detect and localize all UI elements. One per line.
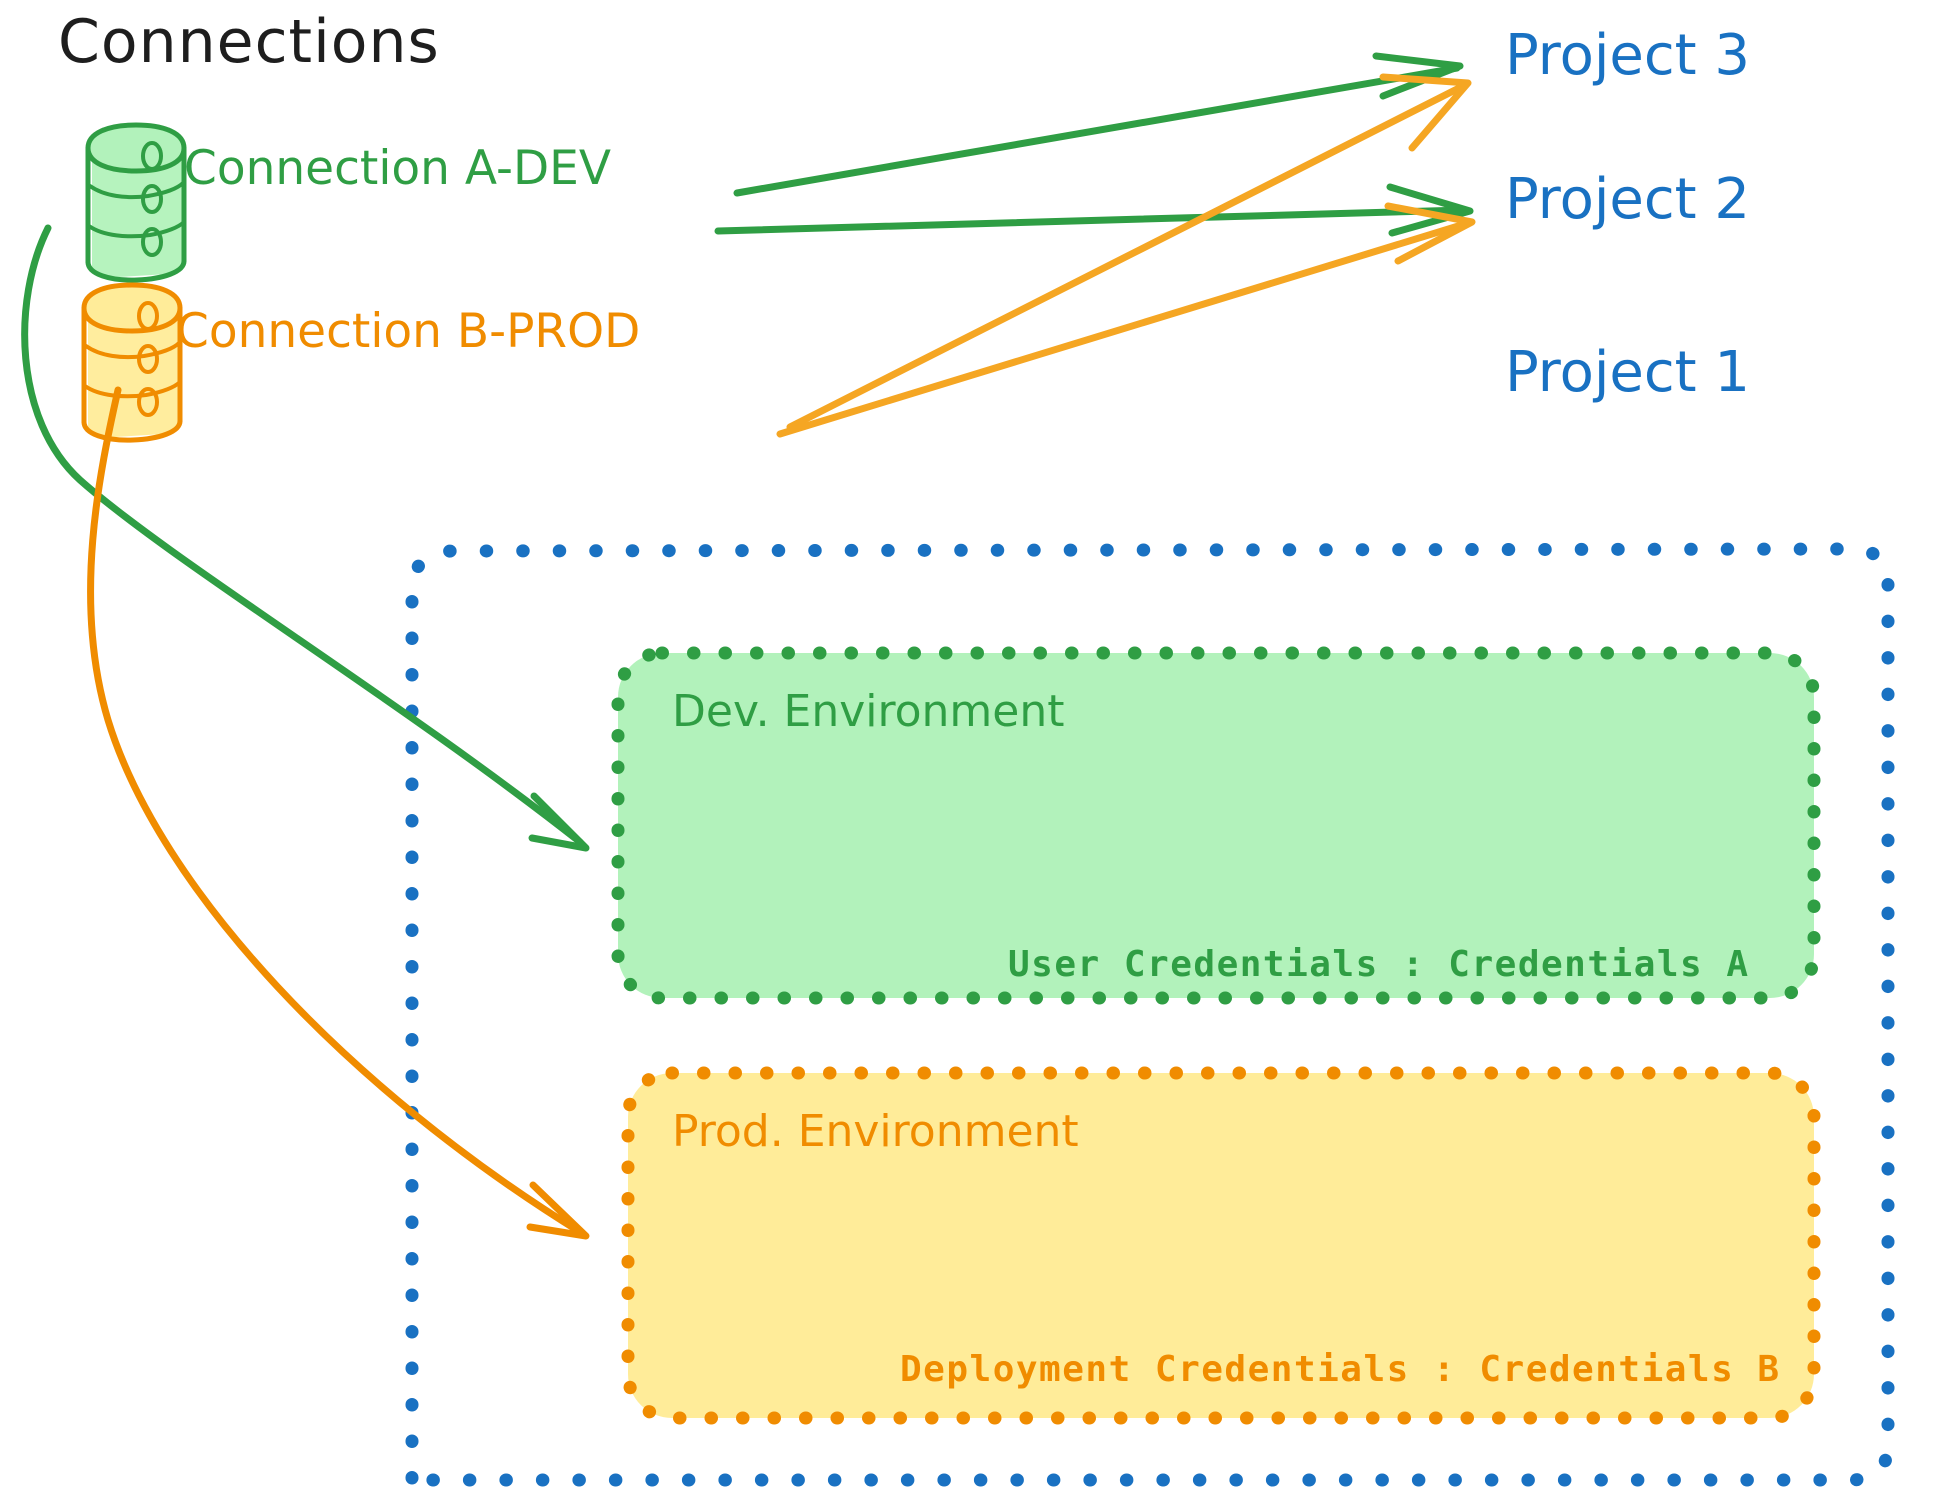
arrow-b-to-project2 <box>776 202 1476 438</box>
arrow-a-to-dev-environment <box>21 224 590 852</box>
connection-b-prod-label[interactable]: Connection B-PROD <box>176 304 641 359</box>
dev-environment-title: Dev. Environment <box>672 686 1065 737</box>
prod-environment-box[interactable] <box>621 1066 1821 1425</box>
prod-environment-credentials: Deployment Credentials : Credentials B <box>900 1349 1781 1390</box>
project-1-container-border <box>405 542 1895 1487</box>
connection-a-dev-label[interactable]: Connection A-DEV <box>184 141 611 196</box>
project-1-label[interactable]: Project 1 <box>1505 340 1751 405</box>
arrow-b-to-prod-environment <box>87 386 590 1240</box>
arrow-a-to-project2 <box>714 183 1474 237</box>
dev-environment-box[interactable] <box>611 646 1821 1005</box>
page-title: Connections <box>58 7 440 77</box>
arrow-a-to-project3 <box>733 52 1464 197</box>
database-cylinder-icon-green[interactable] <box>85 122 187 283</box>
prod-environment-title: Prod. Environment <box>672 1106 1079 1157</box>
database-cylinder-icon-orange[interactable] <box>81 282 183 443</box>
dev-environment-credentials: User Credentials : Credentials A <box>1008 944 1750 985</box>
project-2-label[interactable]: Project 2 <box>1505 167 1751 232</box>
arrow-b-to-project3 <box>786 73 1472 431</box>
project-3-label[interactable]: Project 3 <box>1505 23 1751 88</box>
